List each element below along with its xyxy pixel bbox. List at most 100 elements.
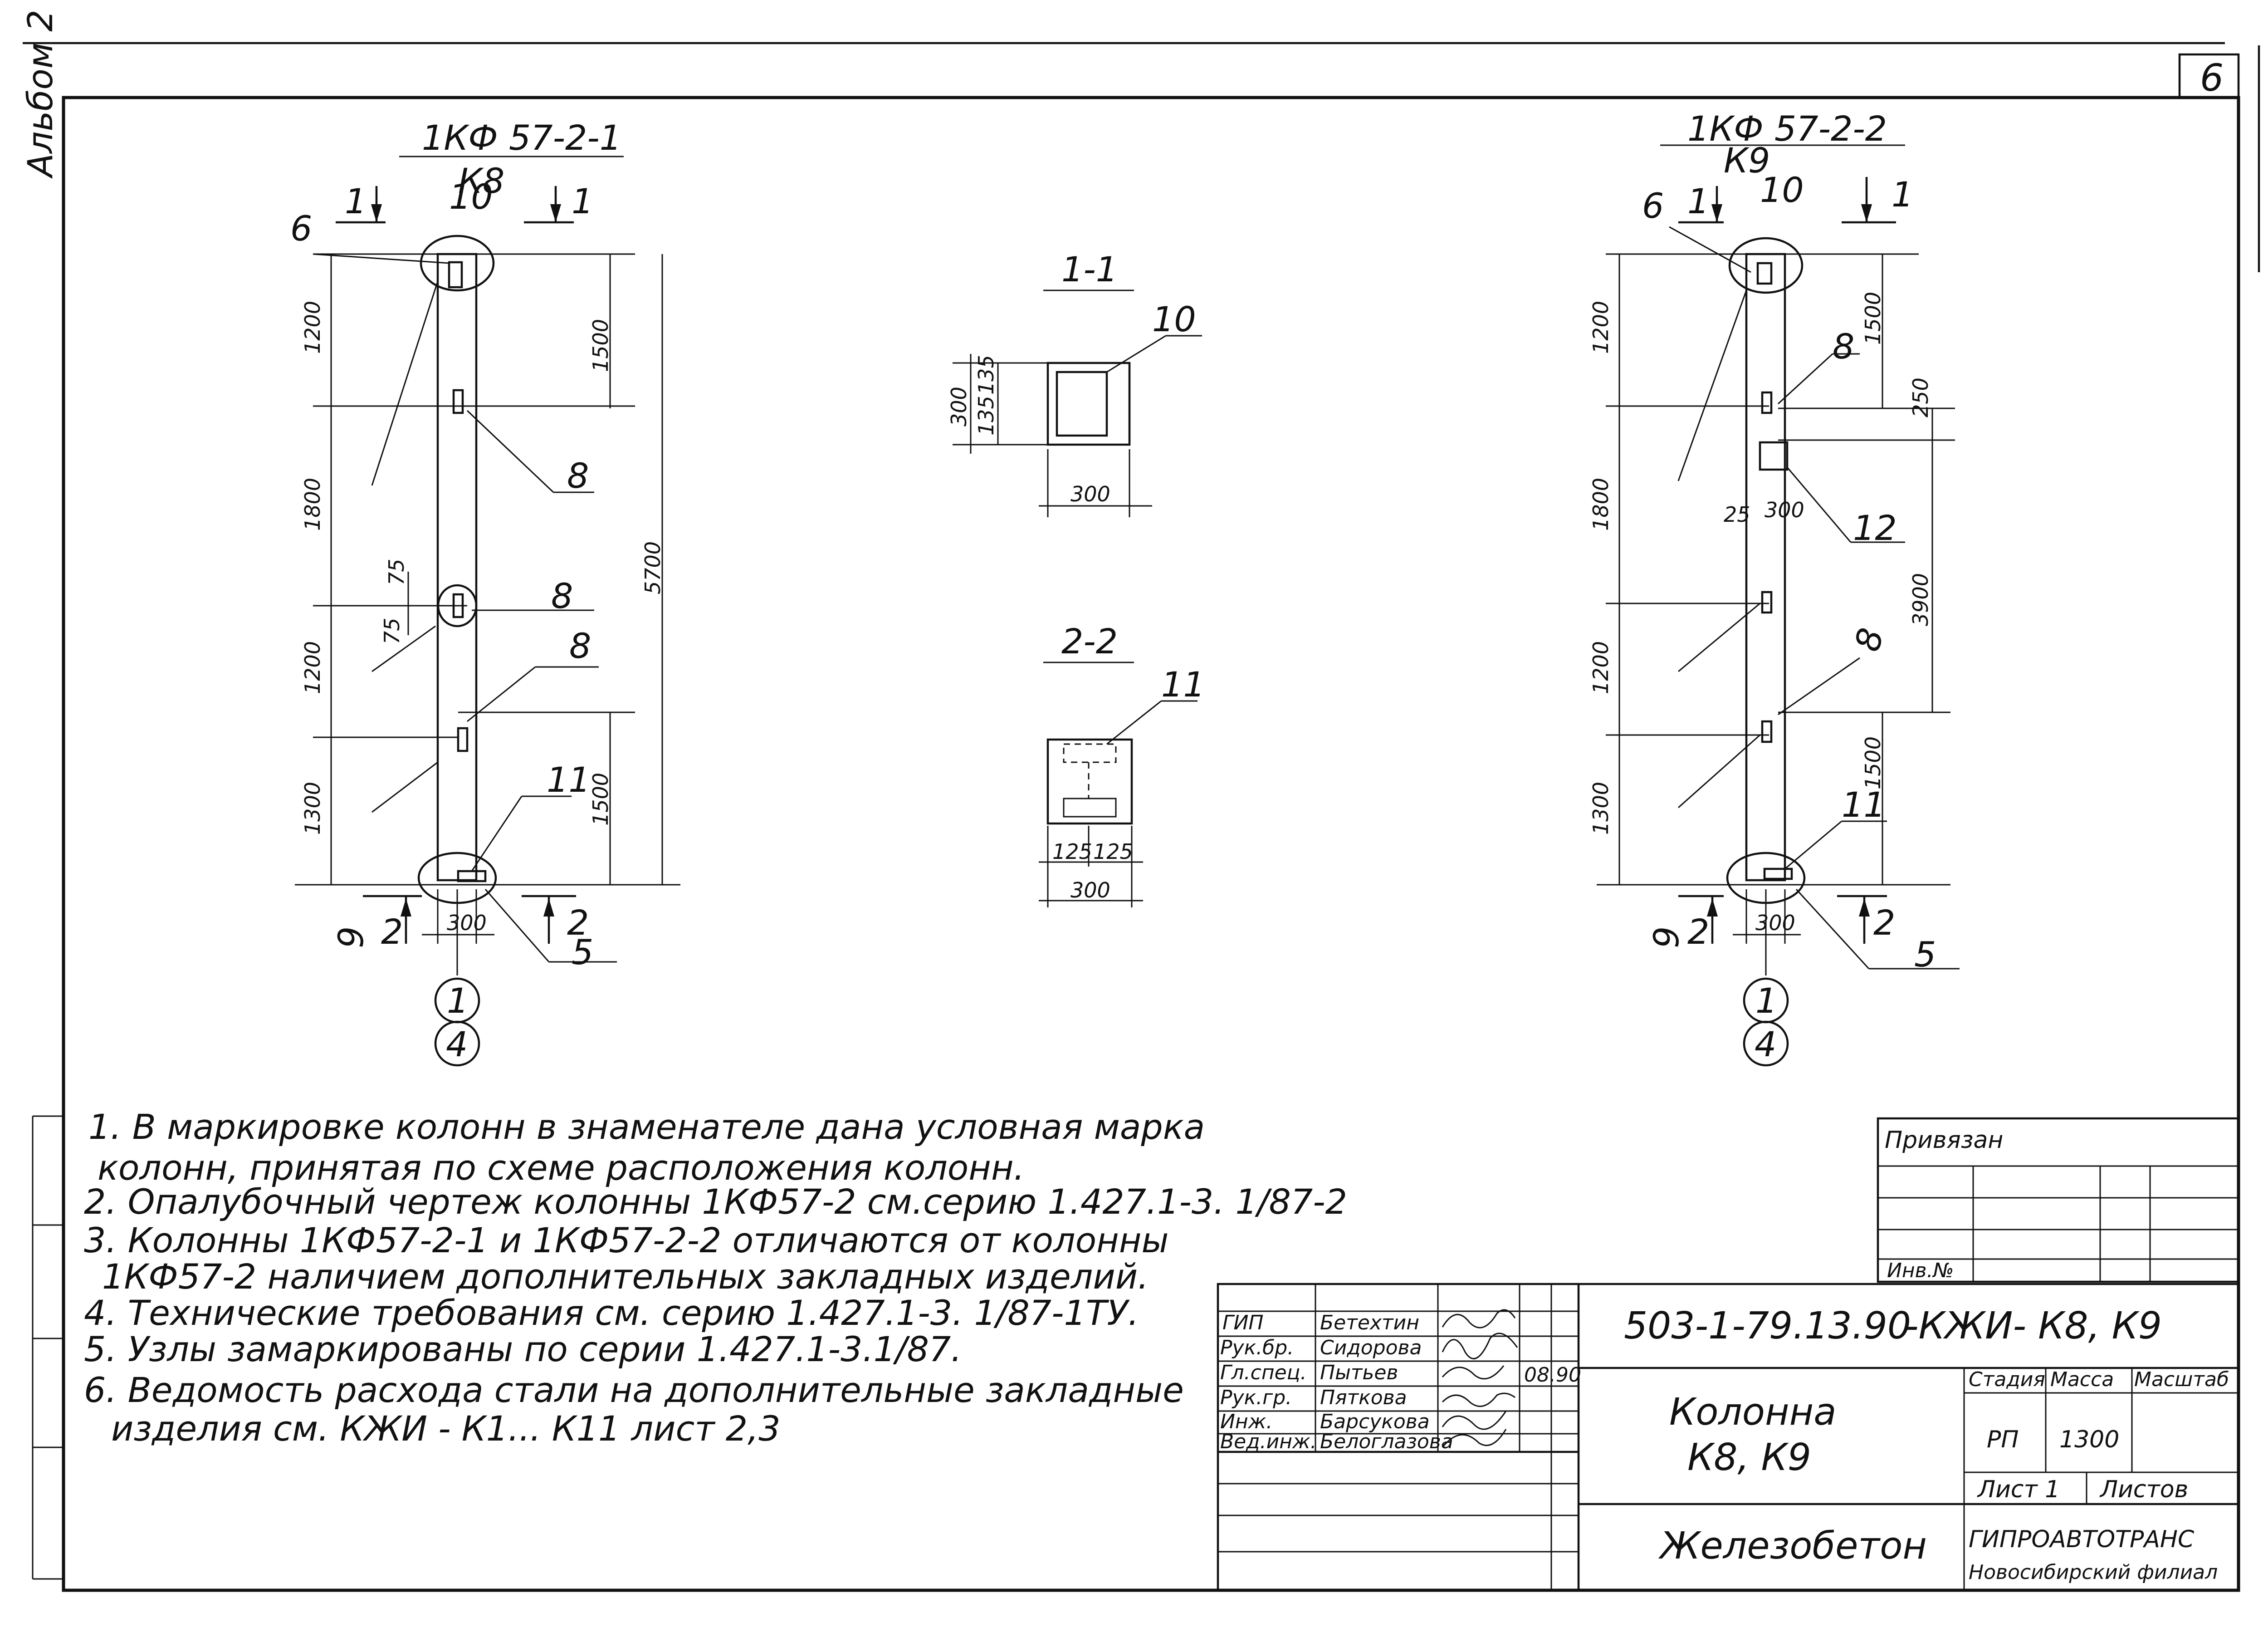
sheet-title: Колонна bbox=[1669, 1391, 1836, 1434]
dim-right-col-1800: 1800 bbox=[1589, 478, 1613, 531]
sheet-number: 6 bbox=[2200, 57, 2224, 100]
column-right-code: К9 bbox=[1724, 140, 1770, 181]
note-1a: 1. В маркировке колонн в знаменателе дан… bbox=[88, 1107, 1205, 1147]
callout-12-right: 12 bbox=[1853, 508, 1897, 548]
dim-right-col-r3900: 3900 bbox=[1908, 573, 1933, 626]
section-mark-2-right-a: 2 bbox=[1687, 912, 1709, 952]
section-2-dim-300: 300 bbox=[1070, 878, 1110, 902]
callout-10-left: 10 bbox=[449, 176, 493, 217]
callout-8-right-b: 8 bbox=[1847, 624, 1891, 656]
column-right-mark: 1КФ 57-2-2 bbox=[1687, 108, 1887, 149]
section-2-dim-125-a: 125 bbox=[1052, 839, 1092, 864]
dim-bottom-300-right: 300 bbox=[1755, 911, 1795, 935]
dim-left-1800: 1800 bbox=[300, 478, 325, 531]
mass-value: 1300 bbox=[2059, 1426, 2119, 1453]
dim-left-75-b: 75 bbox=[380, 618, 404, 644]
org-name: ГИПРОАВТОТРАНС bbox=[1969, 1526, 2195, 1553]
dim-right-col-1200-b: 1200 bbox=[1589, 641, 1613, 694]
callout-8-left-c: 8 bbox=[569, 626, 591, 666]
doc-mark: -КЖИ- К8, К9 bbox=[1905, 1304, 2162, 1348]
dim-right-1500-a: 1500 bbox=[588, 319, 613, 372]
section-mark-1-right-a: 1 bbox=[1687, 181, 1709, 221]
album-label: Альбом 2 bbox=[20, 10, 60, 179]
dim-right-1500-b: 1500 bbox=[588, 773, 613, 826]
name-ruk-gr: Пяткова bbox=[1320, 1386, 1407, 1409]
name-gip: Бетехтин bbox=[1320, 1311, 1419, 1334]
callout-6-right: 6 bbox=[1642, 186, 1664, 226]
section-1-title: 1-1 bbox=[1061, 249, 1118, 289]
material: Железобетон bbox=[1658, 1524, 1927, 1568]
role-ved-inzh: Вед.инж. bbox=[1220, 1430, 1317, 1453]
section-1-dim-135-a: 135 bbox=[974, 355, 998, 395]
callout-5-right: 5 bbox=[1914, 934, 1936, 975]
note-1b: колонн, принятая по схеме расположения к… bbox=[98, 1147, 1025, 1188]
role-gl-spec: Гл.спец. bbox=[1220, 1361, 1307, 1384]
callout-8-right-a: 8 bbox=[1833, 326, 1854, 367]
axis-bubble-1-right: 1 bbox=[1755, 980, 1777, 1021]
axis-bubble-4-left: 4 bbox=[446, 1024, 468, 1064]
callout-11-left: 11 bbox=[547, 760, 591, 800]
section-2-2: 2-2 11 125 125 300 bbox=[1039, 621, 1205, 907]
sheet-subtitle: К8, К9 bbox=[1687, 1436, 1811, 1479]
sheet-frame bbox=[23, 42, 2260, 1592]
section-mark-2-left-b: 2 bbox=[567, 902, 589, 943]
stage-value: РП bbox=[1987, 1426, 2019, 1453]
note-4: 4. Технические требования см. серию 1.42… bbox=[84, 1293, 1139, 1333]
sheets-label: Листов bbox=[2099, 1476, 2188, 1503]
dim-right-col-r1500-a: 1500 bbox=[1861, 292, 1885, 345]
column-left-mark: 1КФ 57-2-1 bbox=[422, 118, 621, 158]
dim-left-1300: 1300 bbox=[300, 782, 325, 835]
role-gip: ГИП bbox=[1222, 1311, 1264, 1334]
callout-11-right: 11 bbox=[1842, 784, 1886, 825]
note-6a: 6. Ведомость расхода стали на дополнител… bbox=[84, 1370, 1184, 1410]
callout-10-right: 10 bbox=[1760, 170, 1804, 210]
section-mark-2-right-b: 2 bbox=[1873, 902, 1895, 943]
section-mark-1-left-b: 1 bbox=[572, 181, 593, 221]
callout-8-left-b: 8 bbox=[551, 576, 573, 616]
section-2-dim-125-b: 125 bbox=[1093, 839, 1133, 864]
axis-bubble-1-left: 1 bbox=[447, 980, 469, 1021]
section-mark-1-left-a: 1 bbox=[345, 181, 367, 221]
callout-9-left: 9 bbox=[331, 926, 371, 948]
note-3a: 3. Колонны 1КФ57-2-1 и 1КФ57-2-2 отличаю… bbox=[84, 1220, 1169, 1260]
name-gl-spec: Пытьев bbox=[1320, 1361, 1398, 1384]
callout-8-left-a: 8 bbox=[567, 456, 589, 496]
column-left-drawing: 1КФ 57-2-1 К8 1 1 6 10 1200 1800 1200 1 bbox=[290, 118, 680, 1067]
section-1-dim-300-h: 300 bbox=[1070, 482, 1110, 506]
dim-right-col-300-small: 300 bbox=[1765, 498, 1804, 522]
column-left-code: К8 bbox=[458, 161, 504, 201]
name-inzh: Барсукова bbox=[1320, 1410, 1430, 1433]
dim-bottom-300-left: 300 bbox=[447, 911, 487, 935]
dim-right-5700: 5700 bbox=[640, 541, 665, 594]
inv-label: Инв.№ bbox=[1887, 1259, 1954, 1282]
note-6b: изделия см. КЖИ - К1... К11 лист 2,3 bbox=[111, 1408, 781, 1449]
org-branch: Новосибирский филиал bbox=[1969, 1561, 2218, 1584]
dim-right-col-1300: 1300 bbox=[1589, 782, 1613, 835]
callout-9-right: 9 bbox=[1646, 926, 1686, 948]
stage-label: Стадия bbox=[1969, 1368, 2045, 1391]
name-ved-inzh: Белоглазова bbox=[1320, 1430, 1453, 1453]
note-2: 2. Опалубочный чертеж колонны 1КФ57-2 см… bbox=[84, 1181, 1347, 1222]
title-block: ГИП Бетехтин Рук.бр. Сидорова Гл.спец. П… bbox=[1217, 1283, 2240, 1592]
scale-label: Масштаб bbox=[2134, 1368, 2229, 1391]
section-1-dim-135-b: 135 bbox=[974, 396, 998, 436]
signatures bbox=[1442, 1309, 1518, 1448]
callout-5-left: 5 bbox=[572, 932, 593, 972]
dim-left-1200-a: 1200 bbox=[300, 301, 325, 354]
dim-left-75-a: 75 bbox=[384, 559, 409, 585]
notes-block: 1. В маркировке колонн в знаменателе дан… bbox=[84, 1107, 1347, 1449]
mass-label: Масса bbox=[2050, 1368, 2114, 1391]
dim-right-col-r1500-b: 1500 bbox=[1861, 736, 1885, 789]
name-ruk-br: Сидорова bbox=[1320, 1336, 1422, 1359]
dim-right-col-25: 25 bbox=[1724, 502, 1750, 527]
date: 08.90 bbox=[1524, 1363, 1581, 1387]
dim-right-col-1200-a: 1200 bbox=[1589, 301, 1613, 354]
note-3b: 1КФ57-2 наличием дополнительных закладны… bbox=[102, 1256, 1149, 1297]
section-1-1: 1-1 10 300 135 135 300 bbox=[947, 249, 1202, 517]
axis-bubble-4-right: 4 bbox=[1755, 1024, 1776, 1064]
note-5: 5. Узлы замаркированы по серии 1.427.1-3… bbox=[84, 1329, 962, 1369]
section-mark-1-right-b: 1 bbox=[1892, 174, 1913, 215]
role-ruk-br: Рук.бр. bbox=[1220, 1336, 1294, 1359]
